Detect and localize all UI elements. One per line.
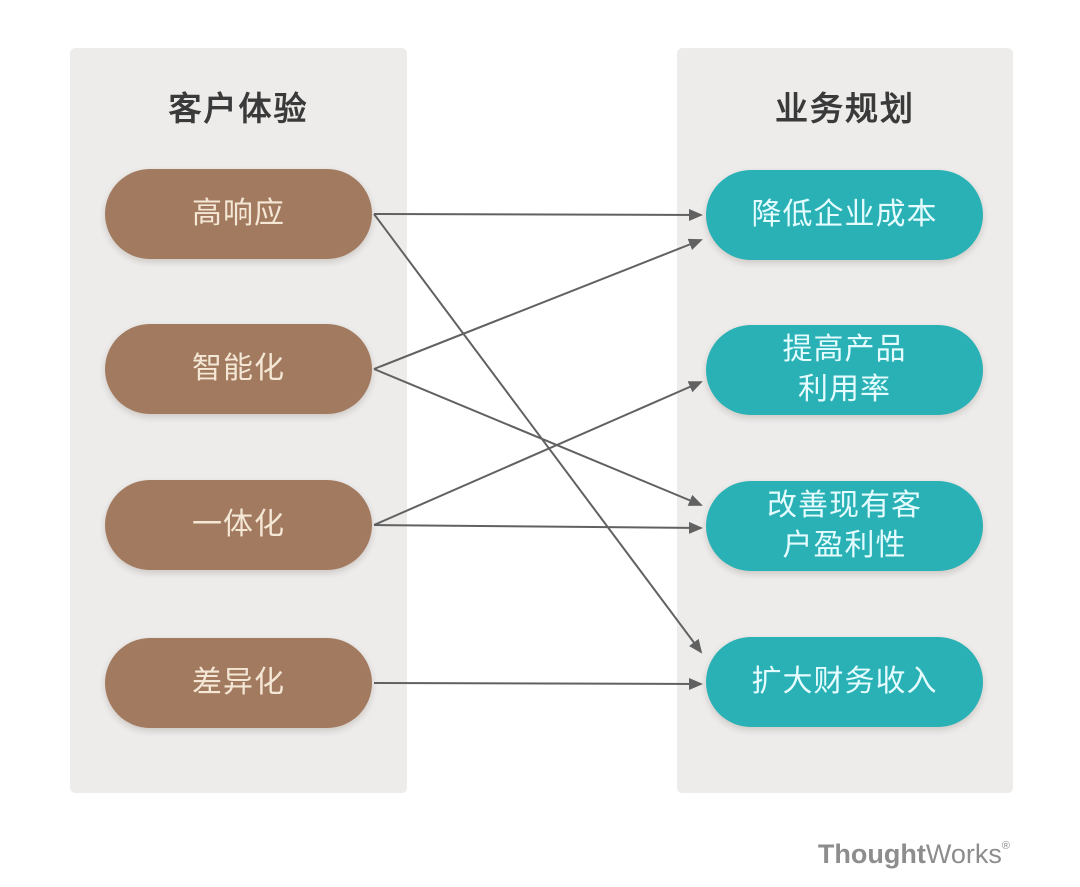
- right-column-title: 业务规划: [775, 90, 915, 127]
- thoughtworks-logo: ThoughtWorks®: [818, 839, 1010, 870]
- pill-business-plan-2: 提高产品 利用率: [706, 325, 983, 415]
- arrow-智能化-to-降低企业成本: [373, 238, 703, 370]
- registered-trademark-icon: ®: [1001, 840, 1010, 852]
- arrow-高响应-to-降低企业成本: [373, 208, 703, 221]
- pill-customer-experience-2: 智能化: [105, 324, 372, 414]
- pill-business-plan-3: 改善现有客 户盈利性: [706, 481, 983, 571]
- arrow-差异化-to-扩大财务收入: [373, 677, 703, 690]
- arrow-智能化-to-改善现有客户盈利性: [373, 368, 703, 506]
- pill-customer-experience-4: 差异化: [105, 638, 372, 728]
- pill-customer-experience-3: 一体化: [105, 480, 372, 570]
- pill-business-plan-4: 扩大财务收入: [706, 637, 983, 727]
- arrow-高响应-to-扩大财务收入: [373, 213, 703, 654]
- arrow-一体化-to-改善现有客户盈利性: [373, 521, 703, 534]
- arrow-一体化-to-提高产品利用率: [373, 381, 703, 526]
- logo-thought-text: Thought: [817, 839, 926, 869]
- pill-customer-experience-1: 高响应: [105, 169, 372, 259]
- left-column-title: 客户体验: [168, 90, 309, 127]
- logo-works-text: Works: [925, 839, 1002, 869]
- pill-business-plan-1: 降低企业成本: [706, 170, 983, 260]
